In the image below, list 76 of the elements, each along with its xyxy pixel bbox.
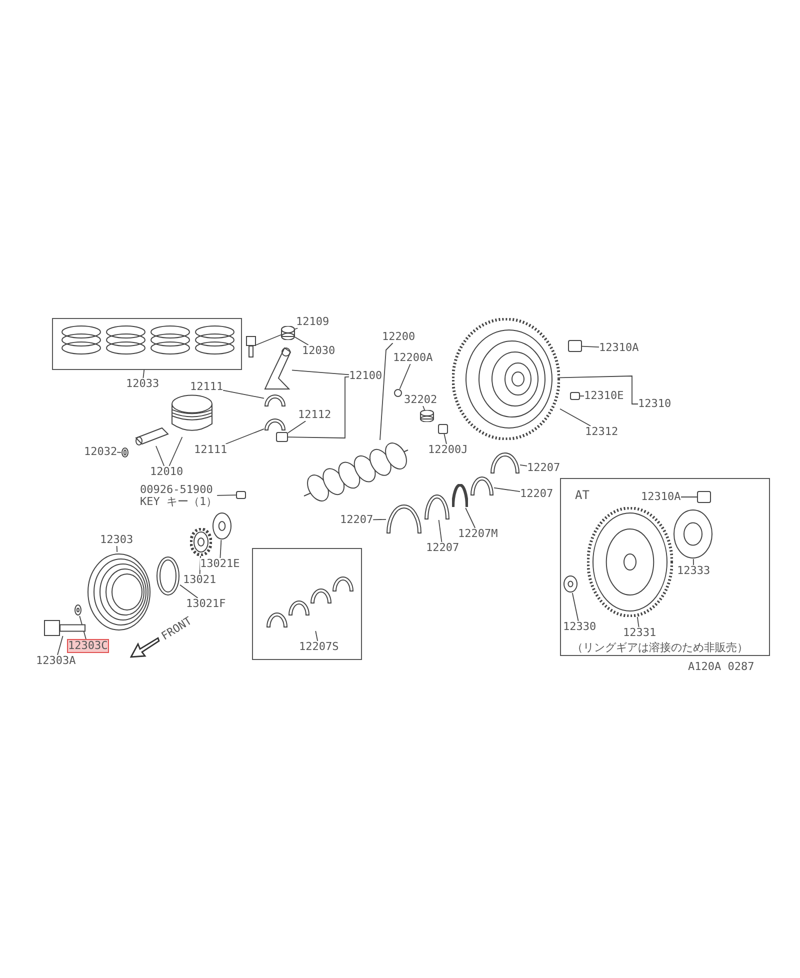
callout-number: 12207 (520, 488, 554, 500)
callout-number: 12100 (349, 370, 382, 382)
callout-number: 13021E (200, 558, 240, 570)
callout-number: 12310E (584, 390, 624, 402)
leader-line (560, 376, 638, 404)
leader-line (372, 518, 386, 520)
leader-line (494, 487, 520, 492)
leader-line (168, 436, 183, 466)
drawing-code: A120A 0287 (688, 660, 754, 673)
leader-line (288, 420, 306, 434)
callout-number: 12111 (194, 444, 228, 456)
leader-line (220, 540, 222, 558)
leader-line (116, 546, 118, 552)
callout-number: 12330 (563, 621, 596, 633)
leader-line (582, 346, 600, 348)
leader-line (116, 452, 122, 453)
callout-number: 12331 (623, 627, 656, 639)
callout-number: 12033 (126, 378, 160, 390)
callout-number: 12207S (299, 641, 339, 653)
callout-number: 12207M (458, 528, 498, 540)
leader-line (465, 508, 476, 528)
leader-line (225, 428, 264, 444)
leader-line (294, 336, 309, 346)
callout-number: 12310A (641, 491, 681, 503)
rings-frame (52, 318, 242, 370)
callout-number: 12109 (296, 316, 330, 328)
section-frame (560, 478, 770, 656)
leader-line (57, 636, 64, 656)
leader-line (560, 408, 592, 426)
leader-line (692, 558, 694, 566)
callout-number: 12310A (599, 342, 639, 354)
callout-number: 32202 (404, 394, 438, 406)
leader-line (444, 434, 447, 444)
callout-number: 12207 (340, 514, 374, 526)
leader-line (156, 446, 165, 466)
leader-line (199, 556, 201, 574)
leader-line (399, 364, 411, 390)
callout-number: 12333 (677, 565, 710, 577)
callout-number: 12200A (393, 352, 433, 364)
callout-number: 12030 (302, 345, 336, 357)
leader-line (288, 376, 350, 438)
leader-line (79, 616, 87, 640)
leader-line (380, 342, 394, 440)
callout-number: 12312 (585, 426, 618, 438)
note-text: （リングギアは溶接のため非販売） (572, 640, 748, 655)
leader-line (180, 584, 198, 598)
callout-number: 12303C (68, 640, 108, 652)
leader-line (142, 370, 145, 378)
callout-number: 12310 (638, 398, 672, 410)
callout-number: 12207 (527, 462, 560, 474)
leader-line (438, 520, 442, 542)
part-caption: KEY キー（1） (140, 496, 218, 508)
leader-line (292, 370, 350, 376)
leader-line (572, 592, 579, 622)
part-number: 00926-51900 (140, 484, 214, 496)
callout-number: 12111 (190, 381, 224, 393)
callout-number: 12200J (428, 444, 468, 456)
callout-number: 12207 (426, 542, 460, 554)
leader-line (256, 328, 298, 346)
leader-line (636, 616, 640, 628)
bearings-frame (252, 548, 362, 660)
callout-number: 12303A (36, 655, 76, 667)
section-label: AT (575, 489, 590, 501)
leader-line (216, 494, 236, 496)
callout-number: 12303 (100, 534, 134, 546)
leader-line (422, 406, 426, 410)
leader-line (680, 496, 698, 498)
leader-line (315, 630, 318, 642)
callout-number: 12200 (382, 331, 416, 343)
callout-number: 12112 (298, 409, 332, 421)
leader-line (222, 390, 264, 399)
callout-number: 13021F (186, 598, 226, 610)
callout-number: 12032 (84, 446, 118, 458)
callout-number: 13021 (183, 574, 216, 586)
leader-line (520, 464, 528, 466)
callout-number: 12010 (150, 466, 184, 478)
